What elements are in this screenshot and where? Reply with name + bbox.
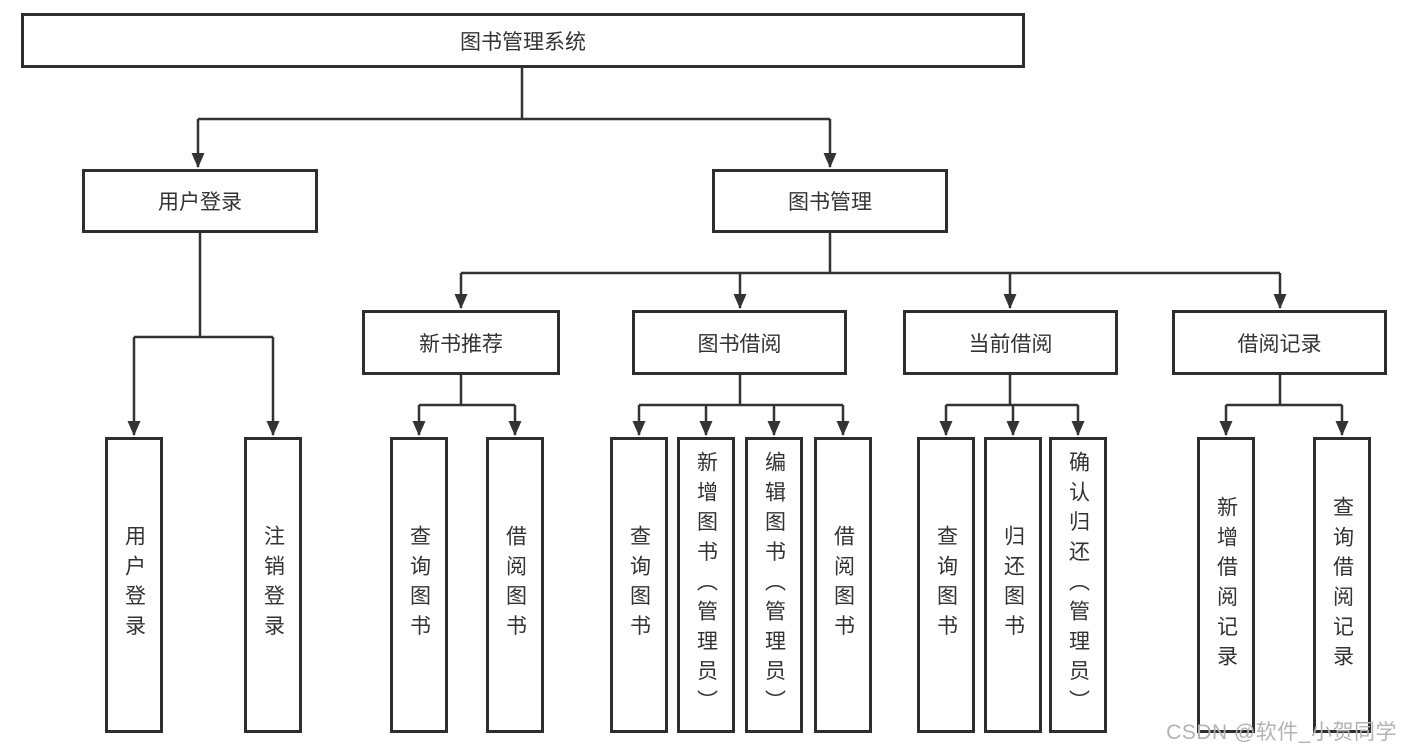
node-label: 图书借阅 bbox=[697, 332, 782, 356]
node-leaf-confirm-return-admin: 确认归还（管理员） bbox=[1049, 437, 1107, 733]
node-label: 确认归还（管理员） bbox=[1066, 450, 1090, 720]
node-leaf-add-books-admin: 新增图书（管理员） bbox=[677, 437, 735, 733]
node-label: 借阅记录 bbox=[1237, 332, 1322, 356]
node-label: 编辑图书（管理员） bbox=[762, 450, 786, 720]
node-leaf-query-borrow-record: 查询借阅记录 bbox=[1313, 437, 1371, 733]
node-label: 用户登录 bbox=[122, 525, 146, 645]
node-label: 新书推荐 bbox=[419, 332, 503, 356]
edges-new-book bbox=[412, 375, 522, 436]
node-leaf-borrow-books-2: 借阅图书 bbox=[814, 437, 872, 733]
edges-current-borrow bbox=[939, 375, 1085, 436]
node-book-management: 图书管理 bbox=[712, 169, 948, 233]
node-leaf-edit-books-admin: 编辑图书（管理员） bbox=[745, 437, 803, 733]
node-label: 图书管理系统 bbox=[460, 30, 586, 54]
node-library-system: 图书管理系统 bbox=[21, 13, 1025, 68]
node-user-login: 用户登录 bbox=[82, 169, 318, 233]
csdn-watermark: CSDN @软件_小贺同学 bbox=[1166, 721, 1397, 744]
node-label: 新增图书（管理员） bbox=[694, 450, 718, 720]
node-new-book-recommend: 新书推荐 bbox=[362, 310, 560, 375]
node-label: 注销登录 bbox=[261, 525, 285, 645]
node-label: 当前借阅 bbox=[968, 332, 1053, 356]
node-label: 查询图书 bbox=[934, 525, 958, 645]
node-current-borrow: 当前借阅 bbox=[903, 310, 1118, 375]
node-leaf-query-books-1: 查询图书 bbox=[390, 437, 448, 733]
node-label: 新增借阅记录 bbox=[1214, 495, 1238, 675]
edges-user-login bbox=[127, 233, 280, 436]
node-label: 查询图书 bbox=[407, 525, 431, 645]
node-label: 查询借阅记录 bbox=[1330, 495, 1354, 675]
edges-book-management bbox=[454, 233, 1287, 309]
edges-root bbox=[191, 68, 837, 168]
edges-book-borrow bbox=[632, 375, 850, 436]
node-borrow-records: 借阅记录 bbox=[1172, 310, 1387, 375]
node-leaf-user-login: 用户登录 bbox=[105, 437, 163, 733]
node-label: 图书管理 bbox=[788, 191, 872, 214]
node-leaf-return-books: 归还图书 bbox=[984, 437, 1042, 733]
node-label: 查询图书 bbox=[627, 525, 651, 645]
node-leaf-query-books-2: 查询图书 bbox=[610, 437, 668, 733]
node-leaf-add-borrow-record: 新增借阅记录 bbox=[1197, 437, 1255, 733]
edges-borrow-records bbox=[1219, 375, 1349, 436]
node-book-borrow: 图书借阅 bbox=[632, 310, 847, 375]
node-label: 用户登录 bbox=[158, 191, 242, 214]
node-leaf-query-books-3: 查询图书 bbox=[917, 437, 975, 733]
node-label: 借阅图书 bbox=[503, 525, 527, 645]
node-label: 归还图书 bbox=[1001, 525, 1025, 645]
node-leaf-borrow-books-1: 借阅图书 bbox=[486, 437, 544, 733]
node-leaf-logout: 注销登录 bbox=[244, 437, 302, 733]
node-label: 借阅图书 bbox=[831, 525, 855, 645]
